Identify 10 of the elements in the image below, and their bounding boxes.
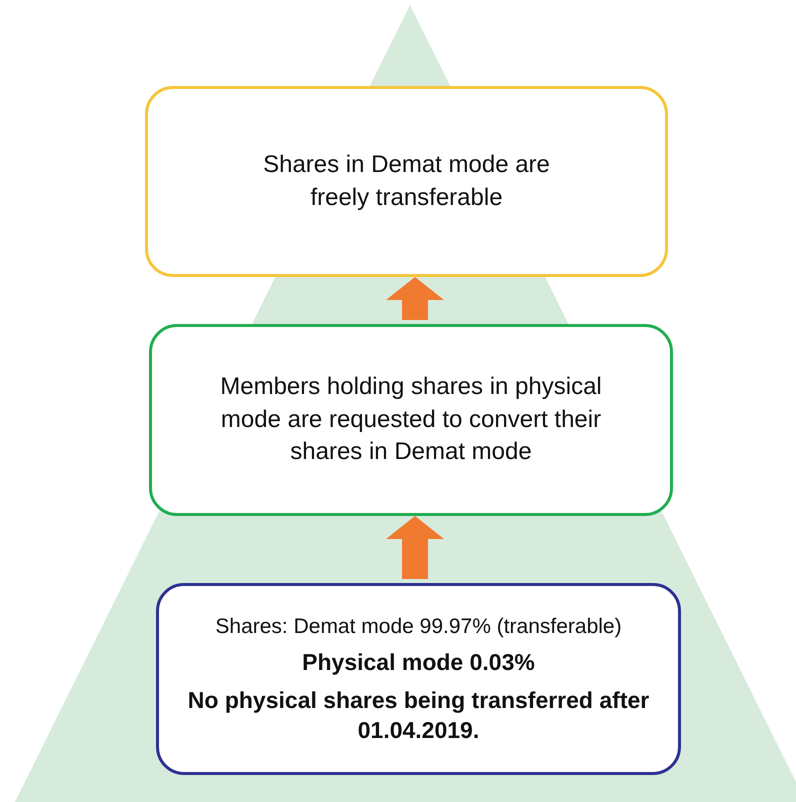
box-text: No physical shares being transferred after 01.04.2019. <box>186 686 650 745</box>
box-text: Physical mode 0.03% <box>302 648 535 677</box>
text-box <box>145 86 668 277</box>
box-text: Shares: Demat mode 99.97% (transferable) <box>215 614 622 640</box>
block-arrow <box>386 516 444 579</box>
text-box <box>156 583 681 775</box>
box-text: Shares in Demat mode are freely transferable <box>262 150 551 212</box>
text-box <box>149 324 673 516</box>
box-text: Members holding shares in physical mode are requested to convert their shares in Demat mode <box>219 372 603 468</box>
block-arrow <box>386 277 444 320</box>
